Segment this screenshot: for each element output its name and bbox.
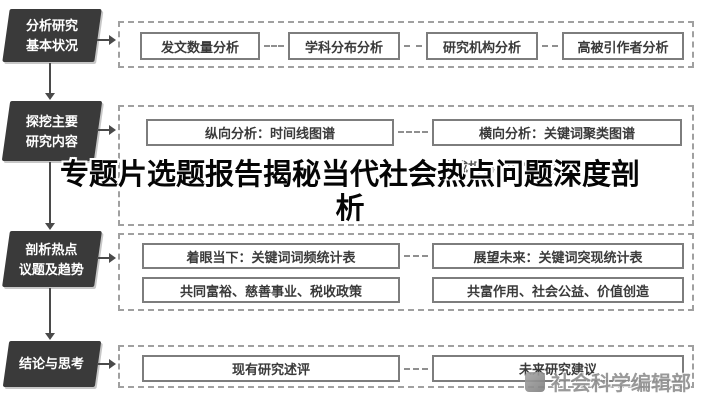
box-future-keywords: 共富作用、社会公益、价值创造 bbox=[432, 277, 684, 303]
stage-label-line: 结论与思考 bbox=[19, 356, 85, 372]
watermark-logo-icon bbox=[525, 371, 545, 392]
note-generation-mechanism: 生成机制、内在动力、 bbox=[442, 160, 573, 175]
arrow-right-icon bbox=[109, 359, 116, 369]
box-research-review: 现有研究述评 bbox=[142, 355, 400, 382]
group-basic-metrics: 发文数量分析 学科分布分析 研究机构分析 高被引作者分析 bbox=[118, 21, 694, 68]
dash-connector bbox=[264, 45, 284, 47]
watermark-text: 社会科学编辑部 bbox=[551, 373, 691, 395]
box-cited-authors: 高被引作者分析 bbox=[562, 32, 684, 60]
box-keyword-frequency-table: 着眼当下：关键词词频统计表 bbox=[142, 243, 400, 269]
box-institution-analysis: 研究机构分析 bbox=[426, 32, 538, 60]
arrow-right-icon bbox=[109, 125, 116, 135]
box-timeline-analysis: 纵向分析：时间线图谱 bbox=[146, 119, 394, 146]
watermark: 社会科学编辑部 bbox=[525, 367, 691, 396]
flow-line-down-2 bbox=[49, 162, 51, 224]
stage-hot-topics: 剖析热点 议题及趋势 bbox=[2, 231, 102, 287]
box-publication-count: 发文数量分析 bbox=[140, 32, 260, 60]
dash-connector bbox=[542, 45, 558, 47]
stage-label-line: 探挖主要 bbox=[25, 113, 78, 129]
box-keyword-cluster-analysis: 横向分析：关键词聚类图谱 bbox=[432, 119, 682, 146]
stage-label-line: 研究内容 bbox=[25, 133, 78, 148]
stage-label-line: 分析研究 bbox=[25, 18, 78, 33]
arrow-right-icon bbox=[109, 253, 116, 263]
stage-label-line: 基本状况 bbox=[25, 37, 78, 53]
stage-basic-status-label: 分析研究 基本状况 bbox=[26, 16, 78, 55]
stage-label-line: 剖析热点 bbox=[25, 241, 78, 257]
box-current-keywords: 共同富裕、慈善事业、税收政策 bbox=[142, 277, 400, 303]
stage-hot-topics-label: 剖析热点 议题及趋势 bbox=[19, 240, 84, 279]
stage-main-content: 探挖主要 研究内容 bbox=[1, 101, 103, 161]
dash-connector bbox=[404, 368, 428, 370]
flow-line-right-3 bbox=[97, 257, 110, 259]
stage-label-line: 议题及趋势 bbox=[19, 261, 85, 276]
dash-connector bbox=[404, 45, 422, 47]
stage-main-content-label: 探挖主要 研究内容 bbox=[26, 112, 78, 151]
stage-conclusion: 结论与思考 bbox=[2, 341, 102, 387]
flow-line-down-1 bbox=[49, 63, 51, 94]
stage-basic-status: 分析研究 基本状况 bbox=[2, 9, 102, 62]
dash-connector bbox=[404, 255, 428, 257]
group-content-analysis: 纵向分析：时间线图谱 横向分析：关键词聚类图谱 生成机制、内在动力、 bbox=[118, 105, 694, 226]
flow-line-right-2 bbox=[97, 129, 110, 131]
dash-connector bbox=[398, 131, 428, 133]
arrow-right-icon bbox=[109, 35, 116, 45]
flow-line-right-4 bbox=[97, 363, 110, 365]
box-keyword-burst-table: 展望未来：关键词突现统计表 bbox=[432, 243, 684, 269]
arrow-down-icon bbox=[45, 93, 55, 100]
group-hot-topic-tables: 着眼当下：关键词词频统计表 展望未来：关键词突现统计表 共同富裕、慈善事业、税收… bbox=[118, 233, 694, 311]
flow-line-down-3 bbox=[49, 288, 51, 334]
flow-line-right-1 bbox=[97, 39, 110, 41]
page-title: 专题片选题报告揭秘当代社会热点问题深度剖析 bbox=[59, 159, 640, 225]
stage-conclusion-label: 结论与思考 bbox=[19, 354, 84, 374]
box-discipline-distribution: 学科分布分析 bbox=[288, 32, 400, 60]
arrow-down-icon bbox=[45, 223, 55, 230]
arrow-down-icon bbox=[45, 333, 55, 340]
